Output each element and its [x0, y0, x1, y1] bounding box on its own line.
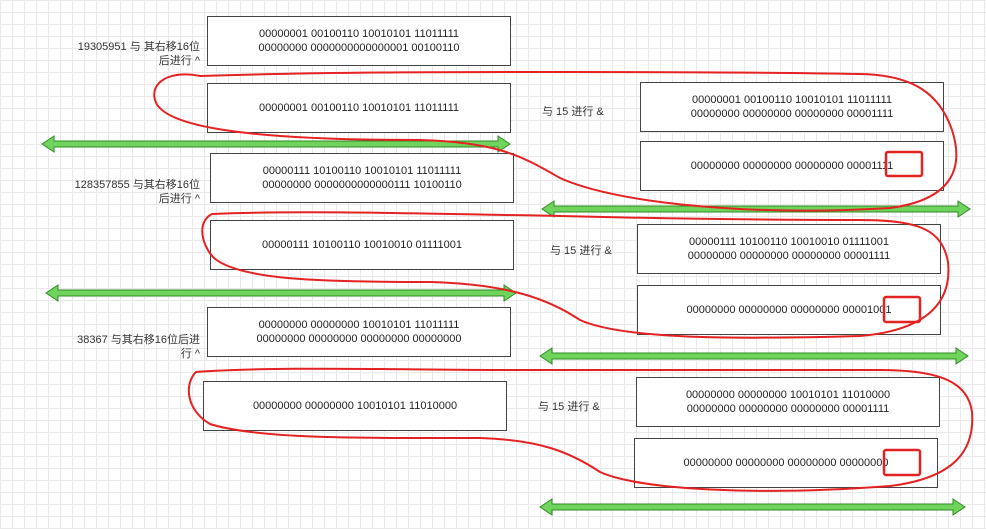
group-1-and-box: 00000001 00100110 10010101 11011111 0000… — [640, 82, 944, 132]
and-line-1: 00000001 00100110 10010101 11011111 — [691, 94, 893, 106]
group-2-xor-box: 00000111 10100110 10010101 11011111 0000… — [210, 153, 514, 203]
xor-line-1: 00000111 10100110 10010101 11011111 — [262, 165, 462, 177]
final-prefix: 00000000 00000000 00000000 0000 — [686, 304, 867, 316]
separator-arrow-2 — [541, 200, 971, 218]
group-3-xor-box: 00000000 00000000 10010101 11011111 0000… — [207, 307, 511, 357]
final-prefix: 00000000 00000000 00000000 0000 — [683, 457, 864, 469]
result-line: 00000000 00000000 10010101 11010000 — [252, 400, 458, 412]
xor-line-2: 00000000 00000000 00000000 00000000 — [256, 333, 462, 345]
and-line-1: 00000000 00000000 10010101 11010000 — [685, 389, 891, 401]
xor-line-2: 00000000 0000000000000111 10100110 — [262, 179, 462, 191]
group-2-label: 128357855 与其右移16位 后进行 ^ — [74, 179, 200, 205]
group-3-and-label: 与 15 进行 & — [538, 401, 600, 413]
group-3-result-box: 00000000 00000000 10010101 11010000 — [203, 381, 507, 431]
result-line: 00000001 00100110 10010101 11011111 — [258, 102, 460, 114]
separator-arrow-3 — [45, 284, 517, 302]
and-line-2: 00000000 00000000 00000000 00001111 — [686, 403, 890, 415]
and-line-2: 00000000 00000000 00000000 00001111 — [687, 250, 891, 262]
result-line: 00000111 10100110 10010010 01111001 — [261, 239, 463, 251]
group-2-and-label: 与 15 进行 & — [550, 245, 612, 257]
and-line-2: 00000000 00000000 00000000 00001111 — [690, 108, 894, 120]
final-suffix-highlight: 1111 — [871, 160, 894, 172]
final-suffix-highlight: 0000 — [863, 457, 889, 469]
group-2-result-box: 00000111 10100110 10010010 01111001 — [210, 220, 514, 270]
group-1-label: 19305951 与 其右移16位 后进行 ^ — [77, 41, 200, 67]
xor-line-1: 00000000 00000000 10010101 11011111 — [258, 319, 460, 331]
separator-arrow-4 — [539, 347, 969, 365]
final-prefix: 00000000 00000000 00000000 0000 — [690, 160, 872, 172]
group-1-xor-box: 00000001 00100110 10010101 11011111 0000… — [207, 16, 511, 66]
separator-arrow-5 — [539, 498, 966, 516]
xor-line-1: 00000001 00100110 10010101 11011111 — [258, 28, 460, 40]
group-3-label: 38367 与其右移16位后进 行 ^ — [77, 334, 200, 360]
group-1-result-box: 00000001 00100110 10010101 11011111 — [207, 83, 511, 133]
final-suffix-highlight: 1001 — [866, 304, 892, 316]
group-1-and-label: 与 15 进行 & — [542, 106, 604, 118]
group-3-and-box: 00000000 00000000 10010101 11010000 0000… — [636, 377, 940, 427]
separator-arrow-1 — [41, 135, 511, 153]
and-line-1: 00000111 10100110 10010010 01111001 — [688, 236, 890, 248]
group-2-and-box: 00000111 10100110 10010010 01111001 0000… — [637, 224, 941, 274]
xor-line-2: 00000000 0000000000000001 00100110 — [258, 42, 460, 54]
